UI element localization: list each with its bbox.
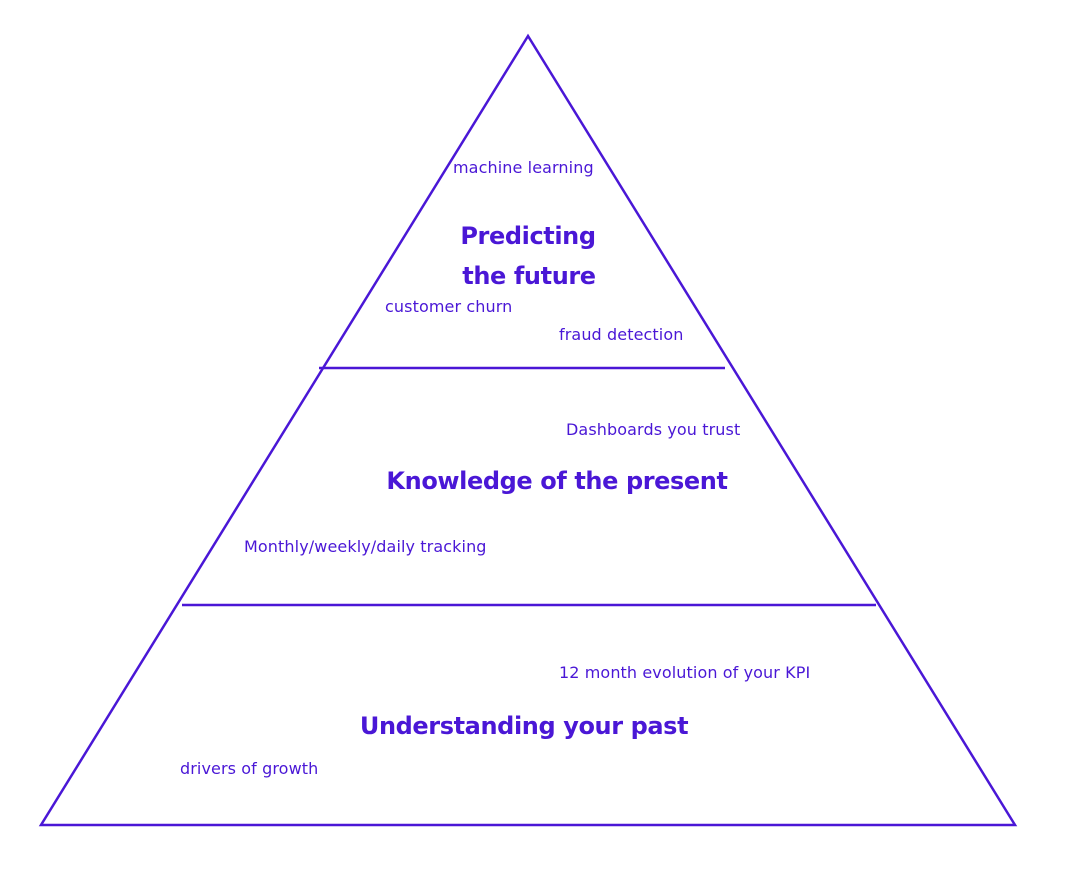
note-tracking: Monthly/weekly/daily tracking xyxy=(244,537,487,556)
tier-title-predicting: Predicting xyxy=(460,222,596,250)
note-drivers-of-growth: drivers of growth xyxy=(180,759,319,778)
note-dashboards: Dashboards you trust xyxy=(566,420,741,439)
note-customer-churn: customer churn xyxy=(385,297,513,316)
tier-title-present: Knowledge of the present xyxy=(386,467,728,495)
tier-title-future: the future xyxy=(462,262,596,290)
pyramid-outline xyxy=(38,33,1018,827)
note-fraud-detection: fraud detection xyxy=(559,325,684,344)
note-machine-learning: machine learning xyxy=(453,158,594,177)
tier-title-past: Understanding your past xyxy=(359,712,689,740)
note-kpi: 12 month evolution of your KPI xyxy=(559,663,811,682)
